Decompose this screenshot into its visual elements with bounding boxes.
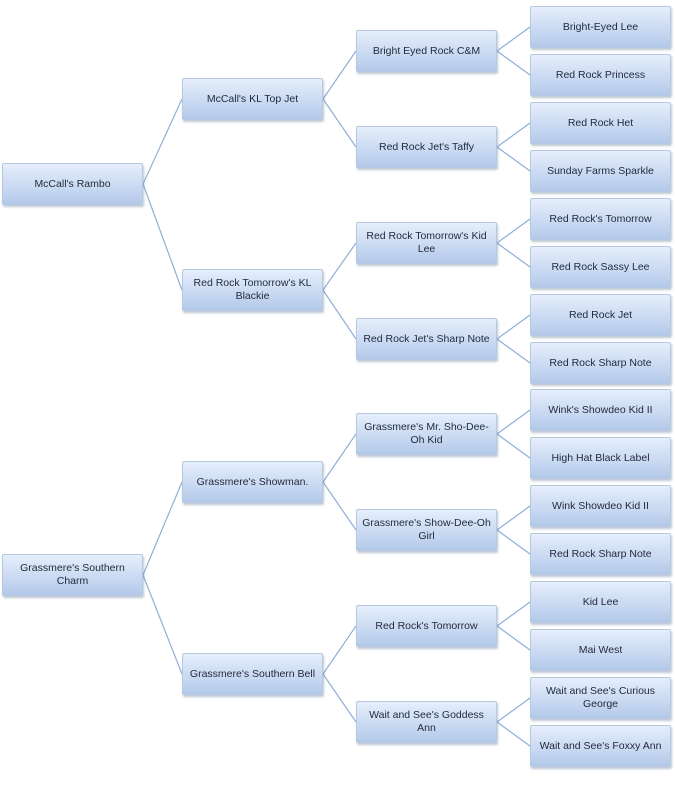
connector-line <box>496 529 531 555</box>
connector-line <box>496 601 531 627</box>
granddam-node-wait-and-sees-goddess-ann: Wait and See's Goddess Ann <box>356 701 497 743</box>
grandsire-node-red-rocks-tomorrow: Red Rock's Tomorrow <box>356 605 497 647</box>
grandsire-node-bright-eyed-rock: Bright Eyed Rock C&M <box>356 30 497 72</box>
granddam-node-grassmeres-show-dee-oh-girl: Grassmere's Show-Dee-Oh Girl <box>356 509 497 551</box>
connector-line <box>496 146 531 172</box>
ancestor-node-sunday-farms-sparkle: Sunday Farms Sparkle <box>530 150 671 192</box>
ancestor-node-winks-showdeo-kid-ii: Wink's Showdeo Kid II <box>530 389 671 431</box>
ancestor-node-red-rock-jet: Red Rock Jet <box>530 294 671 336</box>
grandsire-node-red-rock-tomorrows-kid-lee: Red Rock Tomorrow's Kid Lee <box>356 222 497 264</box>
connector-line <box>322 289 357 340</box>
connector-line <box>496 242 531 268</box>
granddam-node-red-rock-jets-sharp-note: Red Rock Jet's Sharp Note <box>356 318 497 360</box>
connector-line <box>142 574 183 675</box>
ancestor-node-red-rocks-tomorrow: Red Rock's Tomorrow <box>530 198 671 240</box>
connector-line <box>496 697 531 723</box>
connector-line <box>496 338 531 364</box>
connector-line <box>142 98 183 185</box>
ancestor-node-mai-west: Mai West <box>530 629 671 671</box>
ancestor-node-red-rock-princess: Red Rock Princess <box>530 54 671 96</box>
connector-line <box>322 673 357 723</box>
ancestor-node-wait-and-sees-curious-george: Wait and See's Curious George <box>530 677 671 719</box>
sire-node-mccalls-kl-top-jet: McCall's KL Top Jet <box>182 78 323 120</box>
grandsire-node-grassmeres-mr-sho-dee-oh-kid: Grassmere's Mr. Sho-Dee-Oh Kid <box>356 413 497 455</box>
connector-line <box>322 481 357 531</box>
granddam-node-red-rock-jets-taffy: Red Rock Jet's Taffy <box>356 126 497 168</box>
ancestor-node-wink-showdeo-kid-ii: Wink Showdeo Kid II <box>530 485 671 527</box>
ancestor-node-red-rock-sassy-lee: Red Rock Sassy Lee <box>530 246 671 288</box>
connector-line <box>496 625 531 651</box>
ancestor-node-wait-and-sees-foxxy-ann: Wait and See's Foxxy Ann <box>530 725 671 767</box>
connector-line <box>322 98 357 148</box>
connector-line <box>496 26 531 52</box>
dam-node-grassmeres-southern-bell: Grassmere's Southern Bell <box>182 653 323 695</box>
ancestor-node-red-rock-sharp-note-2: Red Rock Sharp Note <box>530 533 671 575</box>
connector-line <box>322 242 357 291</box>
connector-line <box>496 721 531 747</box>
connector-line <box>496 314 531 340</box>
connector-line <box>322 433 357 483</box>
root-node-grassmeres-southern-charm: Grassmere's Southern Charm <box>2 554 143 596</box>
connector-line <box>496 50 531 76</box>
ancestor-node-high-hat-black-label: High Hat Black Label <box>530 437 671 479</box>
sire-node-grassmeres-showman: Grassmere's Showman. <box>182 461 323 503</box>
connector-line <box>142 481 183 576</box>
connector-line <box>496 409 531 435</box>
connector-line <box>496 433 531 459</box>
ancestor-node-red-rock-sharp-note: Red Rock Sharp Note <box>530 342 671 384</box>
root-node-mccalls-rambo: McCall's Rambo <box>2 163 143 205</box>
connector-line <box>496 218 531 244</box>
connector-line <box>496 505 531 531</box>
ancestor-node-kid-lee: Kid Lee <box>530 581 671 623</box>
connector-line <box>322 625 357 675</box>
connector-line <box>142 183 183 291</box>
ancestor-node-bright-eyed-lee: Bright-Eyed Lee <box>530 6 671 48</box>
ancestor-node-red-rock-het: Red Rock Het <box>530 102 671 144</box>
dam-node-red-rock-tomorrows-kl-blackie: Red Rock Tomorrow's KL Blackie <box>182 269 323 311</box>
connector-line <box>496 122 531 148</box>
connector-line <box>322 50 357 100</box>
